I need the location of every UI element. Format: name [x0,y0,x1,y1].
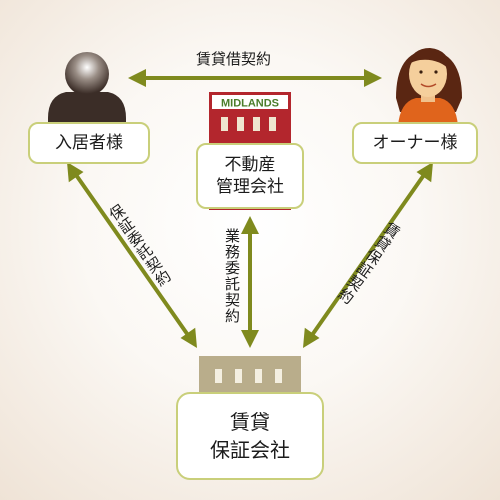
guarantor-label-line1: 賃貸 [230,410,270,434]
guarantee-consign-arrow [67,162,197,348]
management-company-box: 不動産 管理会社 [196,143,304,209]
tenant-box: 入居者様 [28,122,150,164]
guarantor-company-box: 賃貸 保証会社 [176,392,324,480]
woman-avatar-icon [396,48,462,126]
management-label-line2: 管理会社 [216,177,284,197]
owner-label: オーナー様 [372,132,458,153]
rent-guarantee-arrow [303,162,433,348]
guarantor-building-icon [199,356,301,394]
guarantor-label-line2: 保証会社 [210,438,290,462]
lease-arrow [128,69,382,87]
tenant-label: 入居者様 [55,132,123,153]
management-label-line1: 不動産 [224,154,276,175]
owner-box: オーナー様 [352,122,478,164]
business-consign-label: 業務委託契約 [223,228,241,324]
midlands-logo: MIDLANDS [221,98,279,110]
lease-contract-label: 賃貸借契約 [196,50,272,68]
business-consign-arrow [241,216,259,348]
person-silhouette-icon [48,52,126,126]
arrows [67,69,433,348]
